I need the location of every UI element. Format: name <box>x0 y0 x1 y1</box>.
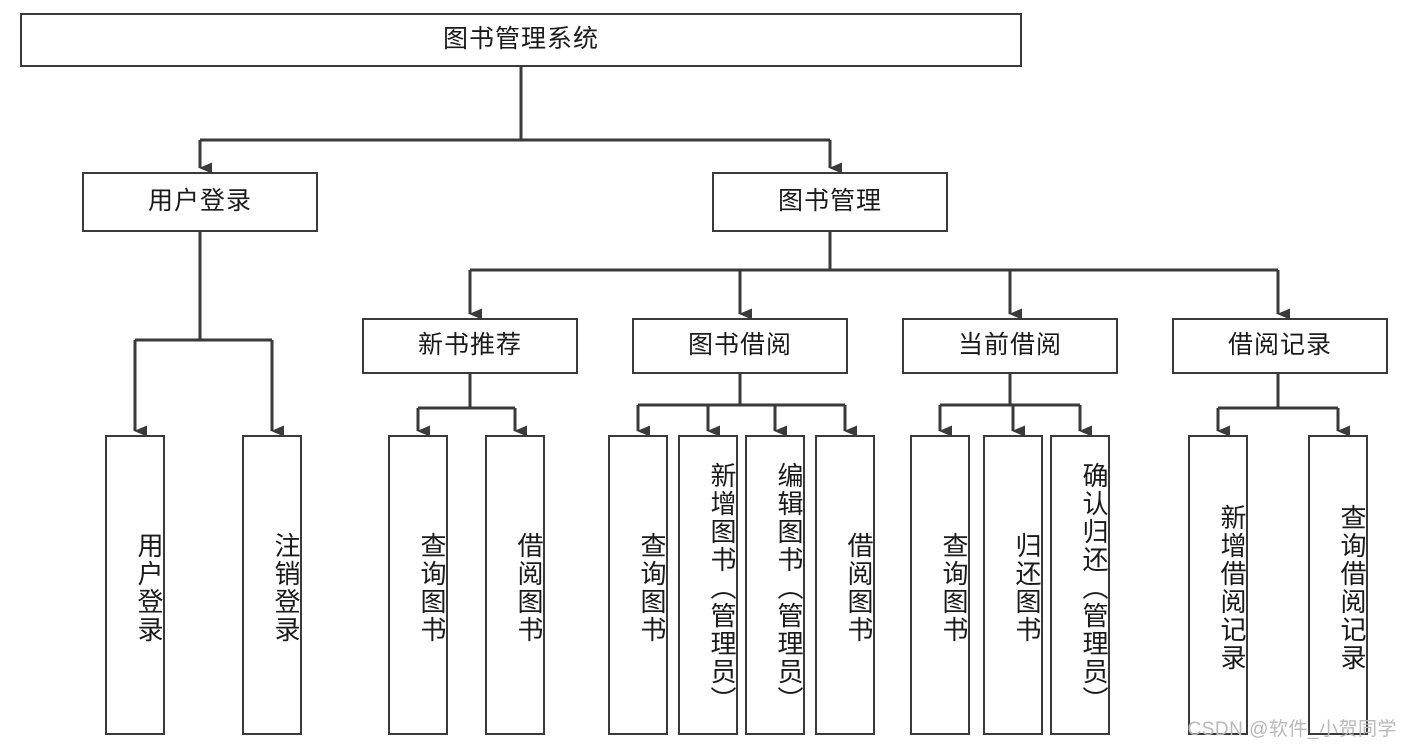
leaf-query-book-recommend-label: 查询图书 <box>417 532 447 644</box>
node-new-book-recommend-label: 新书推荐 <box>417 331 522 360</box>
leaf-confirm-return-admin[interactable]: 确认归还（管理员） <box>1050 435 1110 735</box>
node-root-label: 图书管理系统 <box>442 25 599 54</box>
leaf-query-book-current-label: 查询图书 <box>939 532 969 644</box>
leaf-add-borrow-record-label: 新增借阅记录 <box>1217 504 1247 672</box>
leaf-borrow-book-recommend[interactable]: 借阅图书 <box>485 435 545 735</box>
node-book-management-label: 图书管理 <box>777 187 882 216</box>
leaf-confirm-return-admin-label: 确认归还（管理员） <box>1079 462 1109 714</box>
node-book-borrow-label: 图书借阅 <box>687 331 792 360</box>
leaf-borrow-book[interactable]: 借阅图书 <box>815 435 875 735</box>
leaf-user-login-label: 用户登录 <box>134 532 164 644</box>
leaf-return-book[interactable]: 归还图书 <box>983 435 1043 735</box>
leaf-return-book-label: 归还图书 <box>1012 532 1042 644</box>
leaf-edit-book-admin[interactable]: 编辑图书（管理员） <box>745 435 805 735</box>
leaf-edit-book-admin-label: 编辑图书（管理员） <box>774 462 804 714</box>
watermark: CSDN @软件_小贺同学 <box>1187 719 1397 740</box>
leaf-query-book-current[interactable]: 查询图书 <box>910 435 970 735</box>
node-book-borrow[interactable]: 图书借阅 <box>632 318 848 374</box>
leaf-borrow-book-recommend-label: 借阅图书 <box>514 532 544 644</box>
leaf-query-book-recommend[interactable]: 查询图书 <box>388 435 448 735</box>
leaf-add-book-admin-label: 新增图书（管理员） <box>707 462 737 714</box>
node-user-login-label: 用户登录 <box>147 187 252 216</box>
node-borrow-record-label: 借阅记录 <box>1227 331 1332 360</box>
leaf-user-login[interactable]: 用户登录 <box>105 435 165 735</box>
node-current-borrow-label: 当前借阅 <box>957 331 1062 360</box>
node-user-login[interactable]: 用户登录 <box>82 172 318 232</box>
node-book-management[interactable]: 图书管理 <box>712 172 948 232</box>
node-current-borrow[interactable]: 当前借阅 <box>902 318 1118 374</box>
leaf-query-book-borrow[interactable]: 查询图书 <box>608 435 668 735</box>
leaf-add-borrow-record[interactable]: 新增借阅记录 <box>1188 435 1248 735</box>
leaf-logout-login-label: 注销登录 <box>271 532 301 644</box>
node-new-book-recommend[interactable]: 新书推荐 <box>362 318 578 374</box>
leaf-add-book-admin[interactable]: 新增图书（管理员） <box>678 435 738 735</box>
leaf-logout-login[interactable]: 注销登录 <box>242 435 302 735</box>
node-root[interactable]: 图书管理系统 <box>20 13 1022 67</box>
leaf-query-borrow-record[interactable]: 查询借阅记录 <box>1308 435 1368 735</box>
leaf-borrow-book-label: 借阅图书 <box>844 532 874 644</box>
node-borrow-record[interactable]: 借阅记录 <box>1172 318 1388 374</box>
leaf-query-book-borrow-label: 查询图书 <box>637 532 667 644</box>
leaf-query-borrow-record-label: 查询借阅记录 <box>1337 504 1367 672</box>
